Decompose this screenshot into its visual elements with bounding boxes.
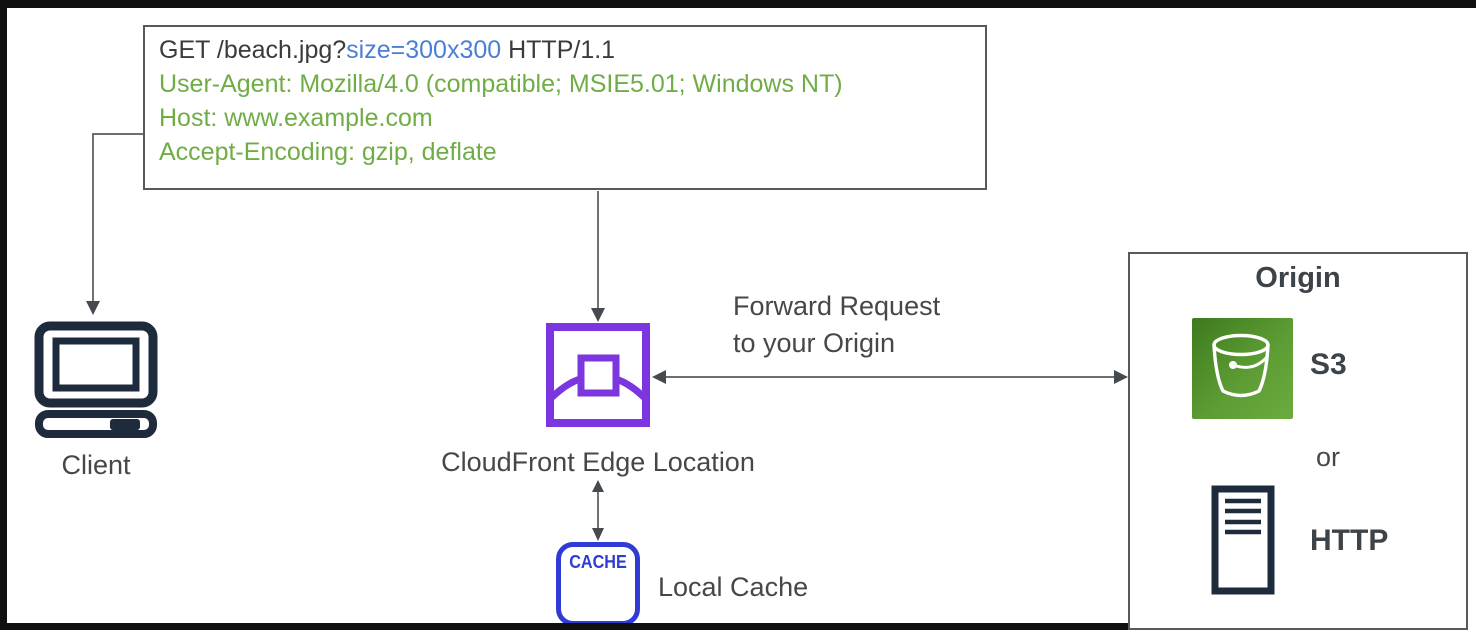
s3-label: S3: [1310, 348, 1347, 381]
forward-request-line1: Forward Request: [733, 291, 941, 321]
origin-title: Origin: [1255, 262, 1341, 294]
or-label: or: [1316, 442, 1341, 472]
cache-box-icon: CACHE: [556, 542, 640, 626]
arrow-request-to-client: [92, 133, 143, 301]
request-user-agent: User-Agent: Mozilla/4.0 (compatible; MSI…: [159, 70, 843, 98]
arrowhead-left-cloudfront: [652, 370, 666, 384]
request-http-version: HTTP/1.1: [501, 36, 616, 64]
cloudfront-label: CloudFront Edge Location: [441, 447, 755, 477]
arrowhead-right-origin: [1114, 370, 1128, 384]
desktop-computer-icon: [34, 321, 158, 438]
letterbox-bar-left: [0, 0, 7, 630]
forward-request-line2: to your Origin: [733, 328, 896, 358]
arrowhead-up-cache: [592, 480, 604, 492]
s3-bucket-icon: [1192, 318, 1293, 419]
arrowhead-down-client: [86, 301, 100, 315]
letterbox-bar-top: [0, 0, 1476, 8]
server-icon: [1211, 485, 1275, 595]
cloudfront-edge-icon: [546, 323, 650, 427]
origin-group-box: Origin: [1128, 252, 1468, 630]
request-accept-encoding: Accept-Encoding: gzip, deflate: [159, 138, 497, 166]
arrowhead-down-cache: [592, 528, 604, 541]
request-line-1: GET /beach.jpg?size=300x300 HTTP/1.1: [159, 33, 985, 67]
client-label: Client: [61, 450, 131, 480]
request-query-highlight: size=300x300: [346, 36, 502, 64]
cache-box-text: CACHE: [569, 552, 627, 572]
http-label: HTTP: [1310, 524, 1389, 557]
forward-request-label: Forward Request to your Origin: [733, 288, 940, 362]
request-host: Host: www.example.com: [159, 104, 433, 132]
local-cache-label: Local Cache: [658, 572, 809, 602]
request-method-path: GET /beach.jpg?: [159, 36, 347, 64]
letterbox-bar-bottom: [0, 623, 1128, 630]
http-request-box: GET /beach.jpg?size=300x300 HTTP/1.1 Use…: [143, 25, 987, 190]
